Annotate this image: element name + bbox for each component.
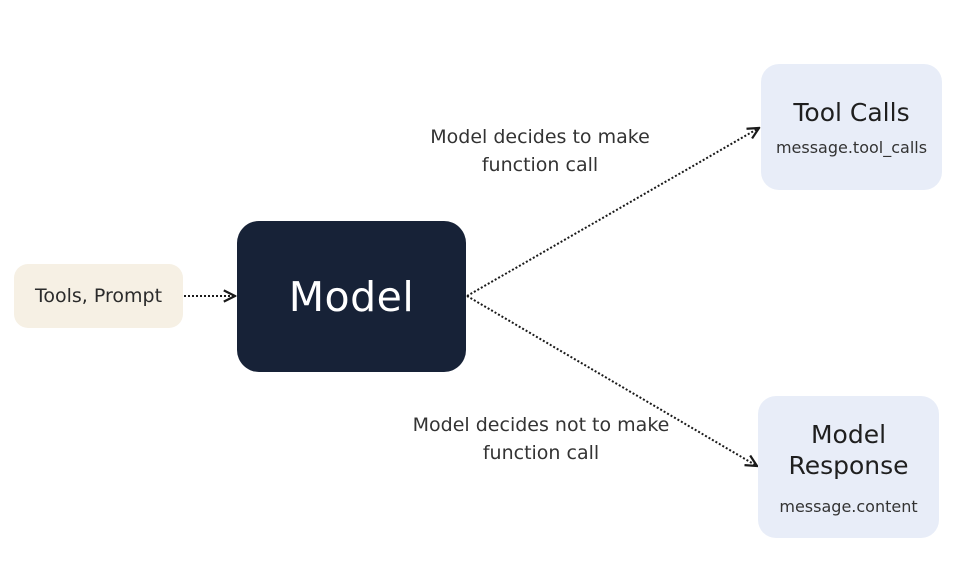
model-response-node: Model Response message.content [758, 396, 939, 538]
edge-model-to-tool-calls [466, 128, 759, 297]
tool-calls-subtitle: message.tool_calls [775, 138, 928, 157]
edge-model-to-model-response [466, 295, 757, 466]
model-response-subtitle: message.content [779, 496, 918, 516]
input-node: Tools, Prompt [14, 264, 183, 328]
model-node: Model [237, 221, 466, 372]
input-node-label: Tools, Prompt [34, 285, 163, 307]
edge-label-function-call: Model decides to make function call [430, 126, 650, 176]
model-response-title: Model Response [788, 419, 909, 480]
model-node-label: Model [288, 272, 415, 321]
edge-label-no-function-call: Model decides not to make function call [412, 414, 670, 464]
tool-calls-node: Tool Calls message.tool_calls [761, 64, 942, 190]
tool-calls-title: Tool Calls [793, 98, 910, 127]
